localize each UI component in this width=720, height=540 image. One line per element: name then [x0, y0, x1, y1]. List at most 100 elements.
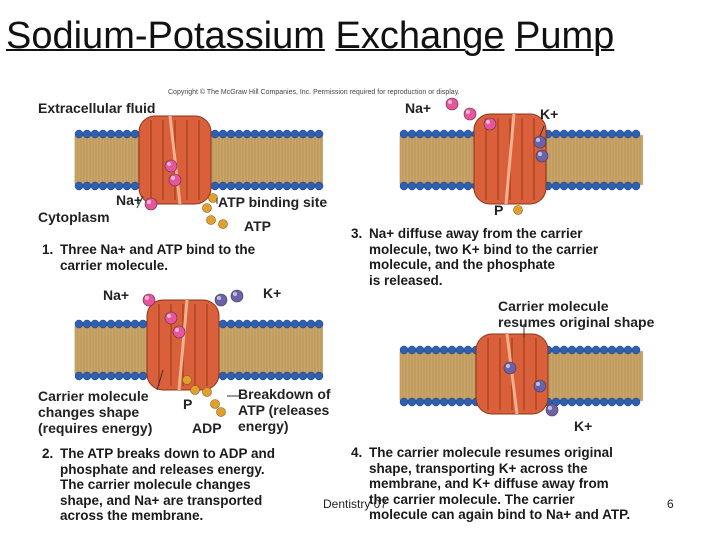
lipid-head [559, 129, 569, 139]
caption-step-4-line: molecule can again bind to Na+ and ATP. [369, 507, 631, 522]
lipid-head [290, 129, 300, 139]
lipid-head [631, 181, 641, 191]
sodium-ion [172, 325, 186, 339]
lipid-head [551, 181, 561, 191]
lipid-head [591, 181, 601, 191]
lipid-head [210, 181, 220, 191]
lipid-head [447, 345, 457, 355]
potassium-ion-highlight [506, 364, 510, 368]
lipid-head [591, 397, 601, 407]
lipid-head [439, 129, 449, 139]
lipid-head [98, 319, 108, 329]
lipid-head [447, 129, 457, 139]
lipid-head [399, 345, 409, 355]
label-atp-step1: ATP [244, 218, 271, 234]
lipid-head [399, 397, 409, 407]
panel-3-membrane [399, 97, 643, 215]
lipid-head [423, 345, 433, 355]
caption-step-1: 1.Three Na+ and ATP bind to the carrier … [42, 242, 255, 273]
caption-step-4-line: membrane, and K+ diffuse away from [369, 476, 609, 491]
lipid-head [250, 181, 260, 191]
label-line: ATP (releases [238, 402, 330, 418]
lipid-head [218, 319, 228, 329]
sodium-ion-highlight [448, 100, 452, 104]
carrier-protein [146, 299, 220, 391]
caption-step-4-number: 4. [351, 445, 363, 460]
potassium-ion [533, 379, 547, 393]
lipid-head [266, 371, 276, 381]
sodium-ion-highlight [486, 120, 490, 124]
lipid-head [226, 319, 236, 329]
lipid-head [615, 345, 625, 355]
lipid-head [282, 319, 292, 329]
lipid-head [415, 397, 425, 407]
potassium-ion-highlight [536, 382, 540, 386]
carrier-protein [138, 115, 212, 205]
lipid-head [615, 397, 625, 407]
lipid-head [138, 319, 148, 329]
sodium-ion [463, 107, 477, 121]
lipid-head [82, 129, 92, 139]
potassium-ion-highlight [538, 152, 542, 156]
lipid-head [559, 397, 569, 407]
potassium-ion [535, 149, 549, 163]
lipid-head [314, 319, 324, 329]
lipid-head [615, 129, 625, 139]
lipid-head [314, 129, 324, 139]
lipid-head [623, 181, 633, 191]
lipid-head [98, 129, 108, 139]
label-line: Breakdown of [238, 386, 331, 402]
lipid-head [218, 129, 228, 139]
lipid-head [631, 345, 641, 355]
lipid-head [82, 371, 92, 381]
phosphate-group [216, 407, 226, 417]
label-line: Carrier molecule [38, 388, 149, 404]
lipid-head [74, 371, 84, 381]
lipid-head [266, 129, 276, 139]
lipid-head [106, 129, 116, 139]
lipid-head [106, 181, 116, 191]
lipid-head [415, 129, 425, 139]
lipid-head [250, 129, 260, 139]
lipid-head [599, 129, 609, 139]
lipid-head [282, 129, 292, 139]
lipid-head [114, 319, 124, 329]
caption-step-2-line: The ATP breaks down to ADP and [60, 446, 276, 461]
potassium-ion [545, 403, 559, 417]
lipid-head [250, 371, 260, 381]
label-k-step4: K+ [574, 418, 593, 434]
sodium-ion-highlight [167, 314, 171, 318]
lipid-head [210, 129, 220, 139]
lipid-head [90, 181, 100, 191]
caption-step-3: 3.Na+ diffuse away from the carrier mole… [351, 226, 598, 288]
caption-step-3-number: 3. [351, 226, 363, 241]
caption-step-3-line: is released. [369, 272, 443, 288]
lipid-head [455, 129, 465, 139]
potassium-ion-highlight [217, 296, 221, 300]
panel-2-membrane [74, 289, 324, 417]
label-resumes-shape: Carrier molecule resumes original shape [498, 298, 654, 330]
lipid-head [98, 181, 108, 191]
lipid-head [122, 371, 132, 381]
lipid-head [298, 129, 308, 139]
sodium-ion [168, 173, 182, 187]
label-breakdown-atp: Breakdown of ATP (releases energy) [238, 386, 331, 434]
label-line: Carrier molecule [498, 298, 609, 314]
sodium-ion [142, 293, 156, 307]
lipid-head [407, 181, 417, 191]
lipid-head [431, 397, 441, 407]
lipid-head [298, 319, 308, 329]
lipid-head [583, 345, 593, 355]
lipid-head [290, 319, 300, 329]
lipid-head [423, 181, 433, 191]
phosphate-group [190, 385, 200, 395]
lipid-head [407, 129, 417, 139]
lipid-head [98, 371, 108, 381]
label-line: (requires energy) [38, 420, 153, 436]
lipid-head [218, 371, 228, 381]
lipid-head [399, 181, 409, 191]
lipid-head [130, 181, 140, 191]
protein-channel [504, 113, 516, 205]
lipid-head [559, 181, 569, 191]
lipid-head [82, 181, 92, 191]
